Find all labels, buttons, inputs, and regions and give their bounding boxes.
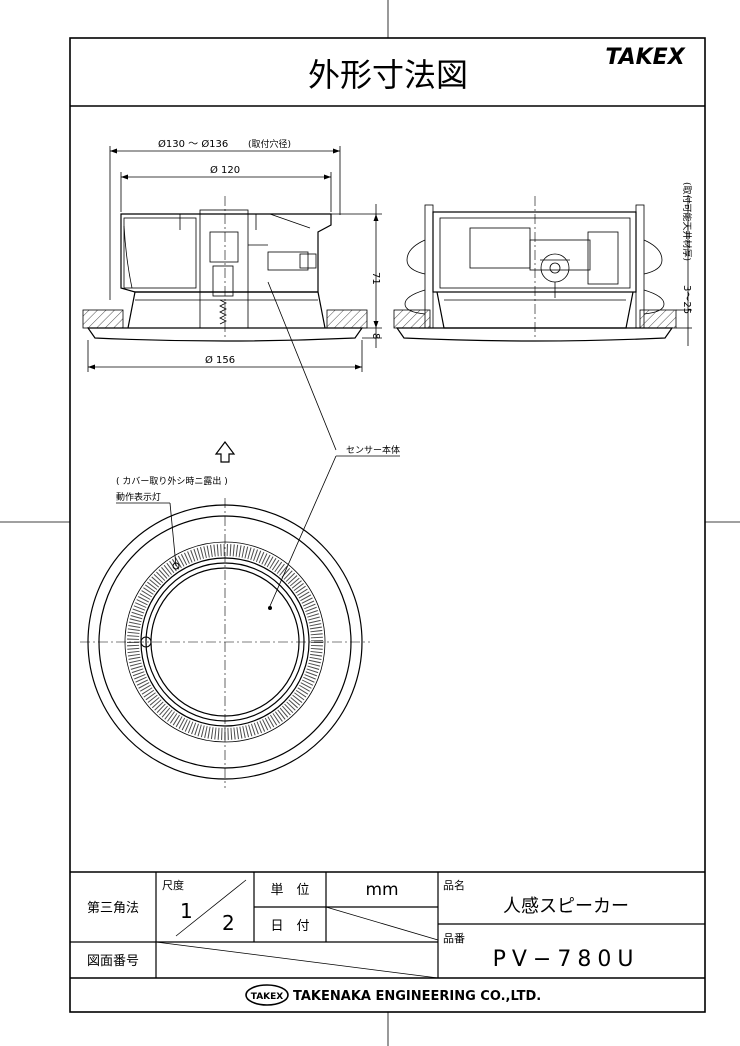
company-name: TAKENAKA ENGINEERING CO.,LTD. — [293, 989, 541, 1004]
sensor-label: センサー本体 — [346, 444, 400, 456]
cover-note-label: ( カバー取り外シ時ニ露出 ) — [116, 475, 228, 487]
unit-label: 単 位 — [270, 882, 309, 898]
dim-flange-dia: Ø 156 — [205, 354, 235, 366]
side-view-right: 3〜25 (取付可能天井材厚) — [393, 182, 693, 346]
drawing-frame — [69, 37, 706, 1013]
part-label: 品番 — [443, 932, 465, 945]
indicator-label: 動作表示灯 — [116, 491, 161, 503]
unit-value: mm — [365, 880, 398, 900]
drawing-number-label: 図面番号 — [87, 954, 139, 969]
date-label: 日 付 — [270, 919, 309, 934]
projection-label: 第三角法 — [87, 901, 139, 916]
scale-label: 尺度 — [162, 878, 184, 892]
product-name: 人感スピーカー — [503, 896, 629, 917]
name-label: 品名 — [443, 878, 465, 892]
scale-numerator: 1 — [180, 899, 193, 923]
dim-mount-hole-note: (取付穴径) — [248, 138, 291, 150]
company-logo: TAKEX — [245, 984, 289, 1006]
dim-mount-hole: Ø130 〜 Ø136 — [158, 138, 228, 150]
front-view: ( カバー取り外シ時ニ露出 ) 動作表示灯 センサー本体 — [80, 281, 400, 788]
scale-denominator: 2 — [222, 911, 235, 935]
brand-logo: TAKEX — [605, 45, 685, 70]
company-badge: TAKEX — [251, 992, 284, 1002]
dim-flange-thk: 8 — [370, 333, 381, 339]
part-number: PV−780U — [493, 947, 640, 972]
dim-ceiling-note: (取付可能天井材厚) — [681, 182, 693, 261]
side-view-left: Ø130 〜 Ø136 (取付穴径) Ø 120 — [82, 138, 382, 372]
dim-ceiling-range: 3〜25 — [681, 285, 692, 314]
dim-height: 71 — [370, 272, 381, 285]
dim-body-dia: Ø 120 — [210, 164, 240, 176]
title-block — [70, 871, 705, 979]
drawing-title: 外形寸法図 — [308, 56, 468, 94]
